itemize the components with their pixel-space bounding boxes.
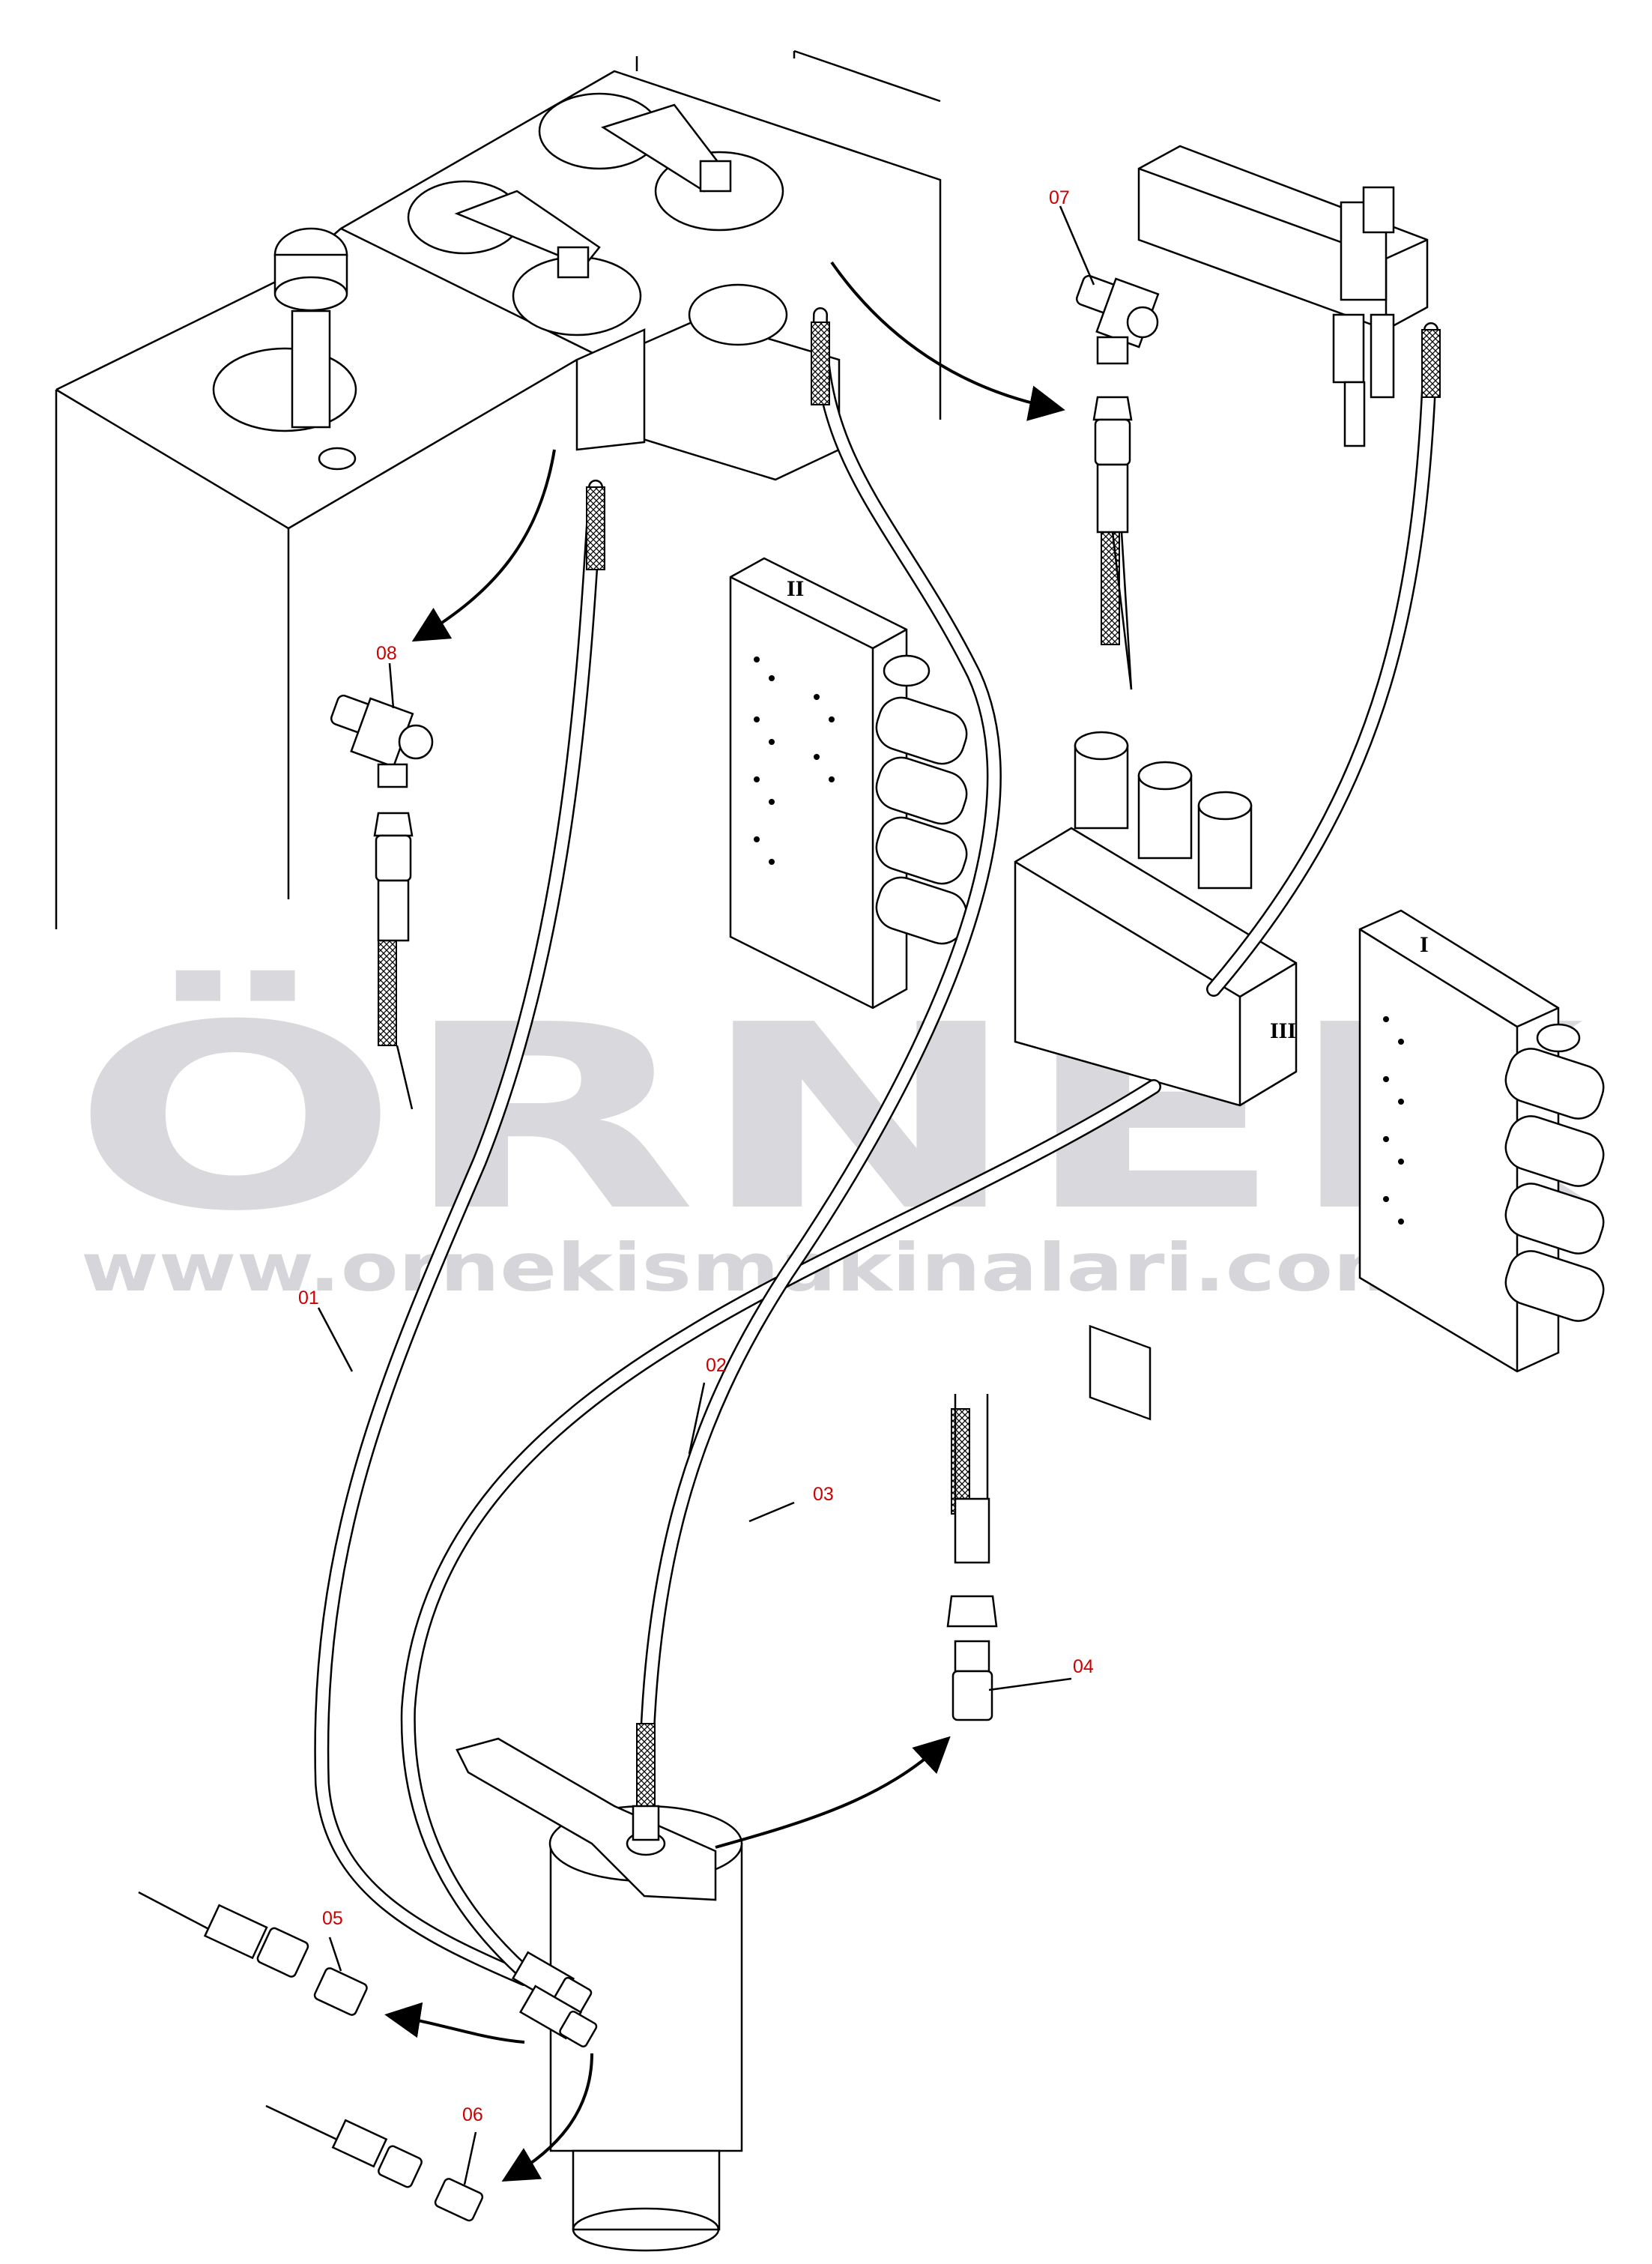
part-label-08: 08 (376, 643, 397, 664)
control-valve-iii: III (1014, 731, 1298, 1421)
valve-marker-i: I (1420, 932, 1429, 957)
part-06-connector (265, 2104, 484, 2222)
part-label-02: 02 (706, 1355, 727, 1376)
part-04-connector (946, 1394, 998, 1721)
part-05-connector (138, 1891, 368, 2016)
part-label-05: 05 (322, 1908, 343, 1929)
part-label-01: 01 (298, 1288, 319, 1308)
part-labels: 01 02 03 04 05 06 07 08 (298, 187, 1094, 2125)
part-label-03: 03 (813, 1484, 834, 1505)
hose-pilot (1206, 322, 1438, 997)
spool-caps-iii (1074, 731, 1253, 890)
hose-01 (314, 480, 603, 1986)
part-label-07: 07 (1049, 187, 1070, 208)
part-08-elbow-adaptor (330, 694, 434, 1110)
part-label-06: 06 (462, 2104, 483, 2125)
part-label-04: 04 (1073, 1656, 1094, 1677)
leader-lines (317, 205, 1095, 2185)
control-valve-ii: II (729, 557, 968, 1009)
hose-02 (400, 1079, 1161, 2016)
part-07-elbow-adaptor (1075, 274, 1160, 690)
valve-marker-iii: III (1270, 1018, 1296, 1043)
hose-03 (638, 307, 1002, 1829)
hydraulic-tank (55, 49, 942, 929)
pilot-valve-block (1137, 145, 1429, 447)
swivel-joint (456, 1737, 743, 2252)
swivel-hose-fittings (511, 1805, 660, 2048)
valve-marker-ii: II (787, 576, 804, 601)
control-valve-i: I (1358, 909, 1605, 1373)
direction-arrows (384, 261, 1065, 2182)
spool-caps-i (1504, 1048, 1605, 1322)
watermark-brand: ÖRNEK (71, 968, 1599, 1267)
